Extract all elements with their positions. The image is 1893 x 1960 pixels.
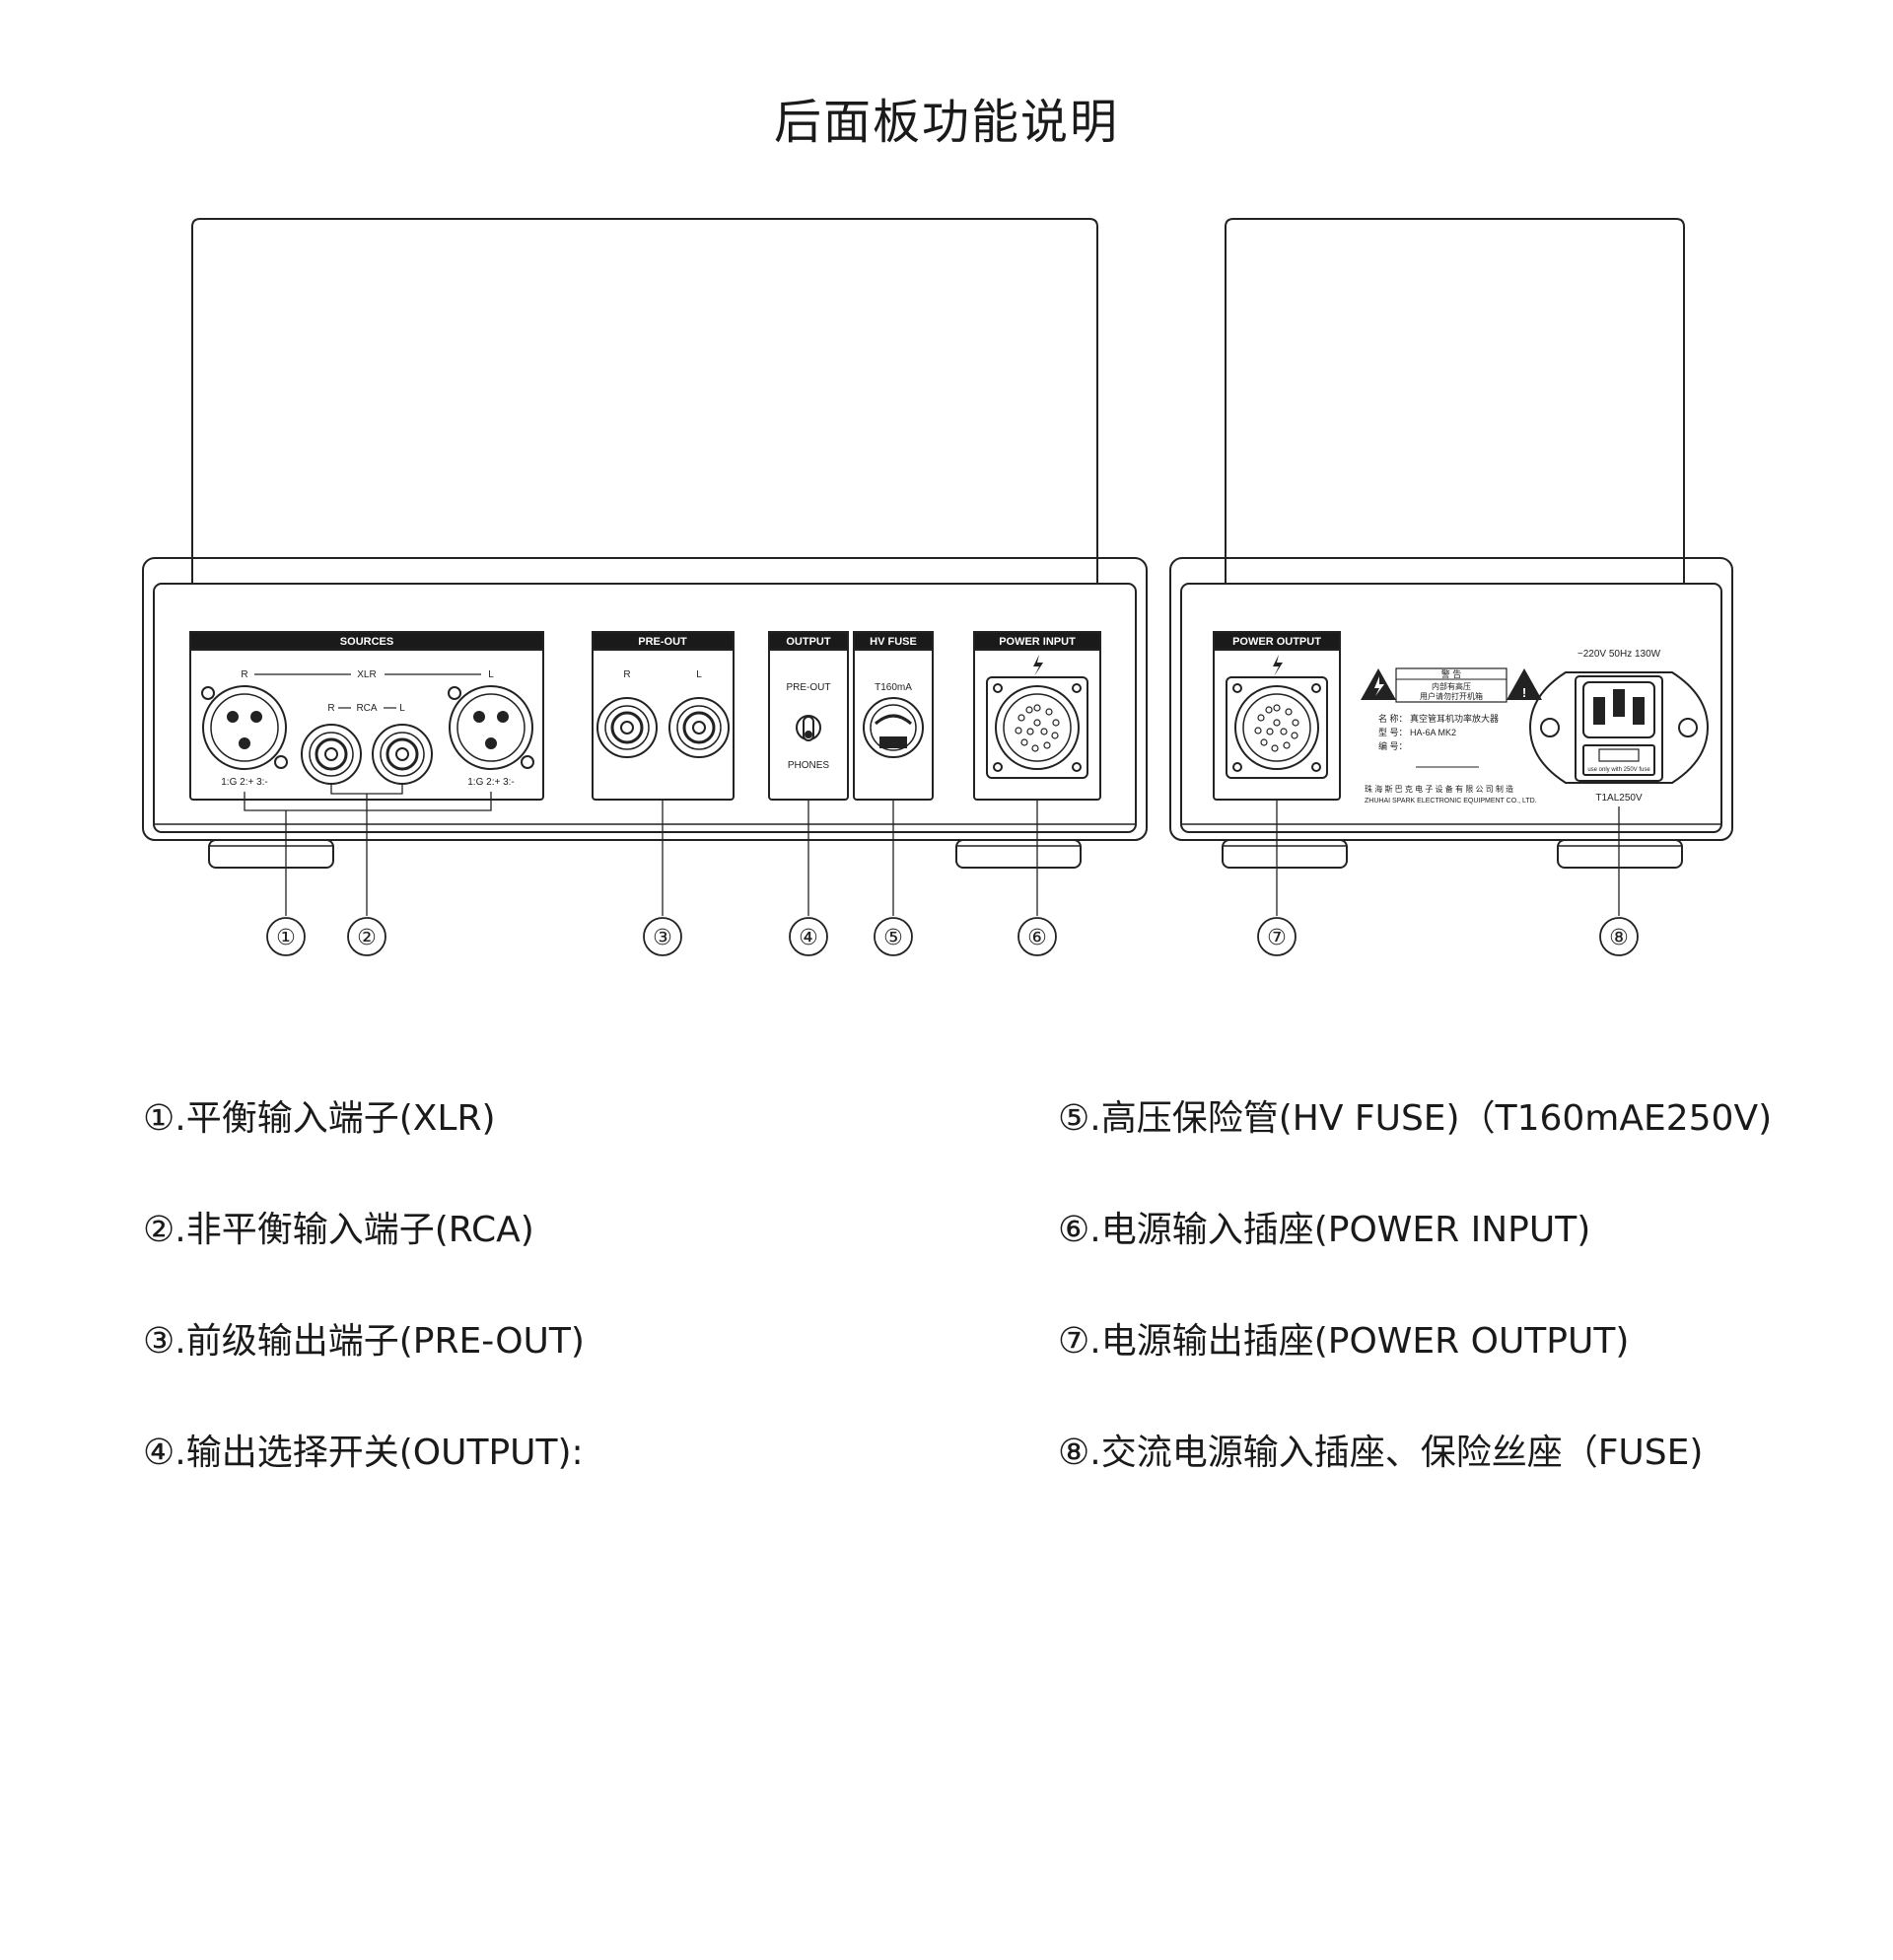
main-foot-right	[955, 839, 1082, 869]
sources-section: SOURCES R XLR L R RCA L	[189, 631, 544, 801]
callout-6-label: ⑥	[1027, 925, 1047, 949]
legend-item-preout: ③.前级输出端子(PRE-OUT)	[143, 1321, 585, 1362]
callout-4-label: ④	[799, 925, 818, 949]
preout-left-jack[interactable]	[668, 697, 730, 758]
xlr-r-label: R	[241, 669, 247, 680]
callout-8: ⑧	[1599, 917, 1639, 956]
warning-label: 警 告 内部有高压 用户请勿打开机箱 ! 名 称： 真空管耳机功率放大器 型 号…	[1361, 667, 1542, 805]
ac-inlet-section: ~220V 50Hz 130W use only with 250V fuse …	[1528, 649, 1710, 804]
output-select-toggle-switch[interactable]	[796, 715, 821, 741]
psu-foot-left	[1222, 839, 1348, 869]
hvfuse-title: HV FUSE	[870, 636, 917, 648]
power-input-socket[interactable]	[986, 676, 1088, 779]
product-name: 名 称： 真空管耳机功率放大器	[1378, 713, 1499, 724]
legend-item-rca: ②.非平衡输入端子(RCA)	[143, 1210, 534, 1250]
main-foot-left	[208, 839, 334, 869]
callout-5-label: ⑤	[883, 925, 903, 949]
xlr-l-label: L	[488, 669, 494, 680]
power-input-section: POWER INPUT	[973, 631, 1101, 801]
product-model: 型 号： HA-6A MK2	[1378, 728, 1456, 737]
legend-item-power-output: ⑦.电源输出插座(POWER OUTPUT)	[1058, 1321, 1630, 1362]
hvfuse-section: HV FUSE T160mA	[853, 631, 934, 801]
ac-inlet-fuse-holder[interactable]: use only with 250V fuse	[1528, 671, 1710, 784]
callout-3: ③	[643, 917, 682, 956]
main-unit: SOURCES R XLR L R RCA L	[142, 218, 1148, 869]
psu-unit-rear-plate	[1180, 583, 1722, 833]
output-title: OUTPUT	[786, 636, 831, 648]
preout-section: PRE-OUT R L	[592, 631, 735, 801]
callout-2: ②	[347, 917, 386, 956]
callout-8-label: ⑧	[1609, 925, 1629, 949]
callout-5: ⑤	[874, 917, 913, 956]
power-output-section: POWER OUTPUT	[1213, 631, 1341, 801]
ac-fuse-note: use only with 250V fuse	[1587, 767, 1650, 773]
psu-foot-right	[1557, 839, 1683, 869]
rca-l-label: L	[399, 703, 405, 714]
output-section: OUTPUT PRE-OUT PHONES	[768, 631, 849, 801]
legend-item-xlr: ①.平衡输入端子(XLR)	[143, 1098, 496, 1139]
warning-exclamation-triangle-icon	[1507, 668, 1542, 700]
callout-7-label: ⑦	[1267, 925, 1287, 949]
xlr-pin-legend-left: 1:G 2:+ 3:-	[467, 777, 515, 788]
callout-1: ①	[266, 917, 306, 956]
output-phones-label: PHONES	[788, 760, 830, 771]
page-title: 后面板功能说明	[773, 95, 1119, 150]
legend-item-power-input: ⑥.电源输入插座(POWER INPUT)	[1058, 1210, 1591, 1250]
preout-r-label: R	[623, 669, 630, 680]
legend-item-ac-fuse: ⑧.交流电源输入插座、保险丝座（FUSE)	[1058, 1433, 1704, 1473]
power-output-socket[interactable]	[1226, 676, 1328, 779]
psu-unit-top-cover	[1225, 218, 1685, 584]
rca-input-right-jack[interactable]	[301, 724, 362, 785]
preout-title: PRE-OUT	[638, 636, 687, 648]
xlr-input-left-connector[interactable]	[448, 685, 534, 770]
leader-lines	[244, 784, 1620, 916]
sources-title: SOURCES	[340, 636, 393, 648]
callout-7: ⑦	[1257, 917, 1297, 956]
legend-item-hv-fuse: ⑤.高压保险管(HV FUSE)（T160mAE250V)	[1058, 1098, 1773, 1139]
power-output-title: POWER OUTPUT	[1232, 636, 1321, 648]
rca-label: RCA	[356, 703, 377, 714]
callout-3-label: ③	[653, 925, 672, 949]
callout-2-label: ②	[357, 925, 377, 949]
warning-line-1: 内部有高压	[1432, 681, 1471, 691]
rear-panel-diagram: SOURCES R XLR L R RCA L	[142, 218, 1733, 956]
legend-item-output: ④.输出选择开关(OUTPUT):	[143, 1433, 584, 1473]
high-voltage-icon	[1273, 655, 1283, 676]
xlr-label: XLR	[357, 669, 376, 680]
high-voltage-icon	[1033, 655, 1043, 676]
rca-input-left-jack[interactable]	[372, 724, 433, 785]
main-unit-rear-plate	[153, 583, 1137, 833]
svg-text:!: !	[1522, 685, 1526, 700]
psu-unit-chassis	[1169, 557, 1733, 841]
warning-header: 警 告	[1441, 668, 1462, 679]
psu-unit: POWER OUTPUT	[1169, 218, 1733, 869]
main-unit-chassis	[142, 557, 1148, 841]
callout-6: ⑥	[1017, 917, 1057, 956]
preout-right-jack[interactable]	[596, 697, 658, 758]
power-input-title: POWER INPUT	[999, 636, 1076, 648]
maker-cn: 珠 海 斯 巴 克 电 子 设 备 有 限 公 司 制 造	[1365, 784, 1513, 794]
xlr-input-right-connector[interactable]	[201, 685, 288, 770]
hv-fuse-holder[interactable]	[863, 697, 924, 758]
warning-line-2: 用户请勿打开机箱	[1420, 691, 1483, 701]
callout-4: ④	[789, 917, 828, 956]
callouts: ① ② ③ ④ ⑤ ⑥ ⑦ ⑧	[266, 917, 1639, 956]
maker-en: ZHUHAI SPARK ELECTRONIC EQUIPMENT CO., L…	[1365, 798, 1537, 805]
ac-spec-label: ~220V 50Hz 130W	[1578, 649, 1661, 660]
ac-fuse-rating: T1AL250V	[1595, 793, 1643, 804]
product-serial: 编 号：	[1378, 740, 1408, 751]
output-preout-label: PRE-OUT	[787, 682, 831, 693]
xlr-pin-legend-right: 1:G 2:+ 3:-	[221, 777, 268, 788]
callout-1-label: ①	[276, 925, 296, 949]
rca-r-label: R	[327, 703, 334, 714]
preout-l-label: L	[696, 669, 702, 680]
main-unit-top-cover	[191, 218, 1098, 584]
hvfuse-rating: T160mA	[875, 682, 912, 693]
